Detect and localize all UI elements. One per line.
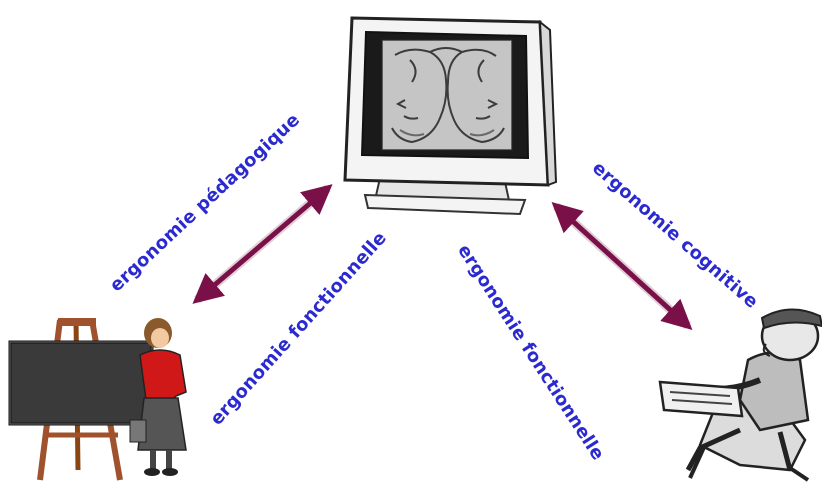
computer-monitor-icon: [345, 18, 556, 214]
learner-at-keyboard-icon: [660, 309, 822, 480]
teacher-at-blackboard-icon: [10, 318, 186, 480]
